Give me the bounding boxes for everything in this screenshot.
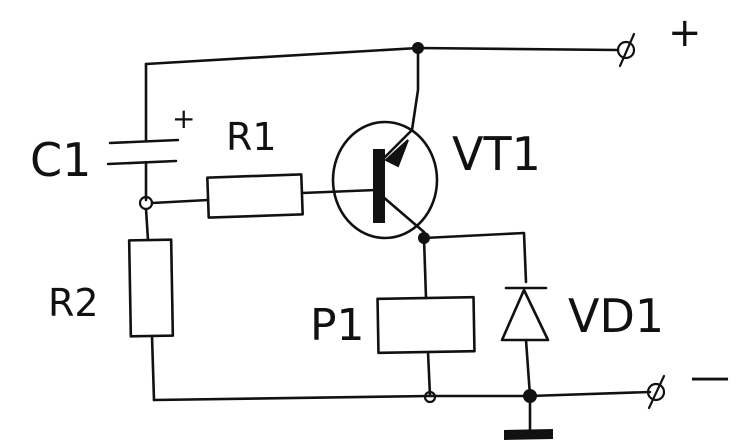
label-terminal-positive: + [668, 10, 702, 56]
vt1-emitter-lead [380, 46, 420, 162]
label-r1: R1 [226, 115, 277, 159]
terminal-negative [646, 374, 666, 410]
label-r2: R2 [48, 281, 99, 325]
terminal-positive-slash [618, 32, 636, 68]
junction-bottom-p1 [423, 390, 437, 404]
c1-plate-bottom [106, 159, 178, 166]
relay-p1 [376, 295, 476, 355]
c1-plate-top [108, 138, 180, 145]
label-terminal-negative: — [690, 354, 730, 400]
wire-collector-to-p1 [422, 236, 428, 300]
vt1-emitter-arrow [384, 139, 409, 168]
label-vd1: VD1 [568, 289, 664, 343]
label-vt1: VT1 [452, 127, 541, 181]
label-c1-polarity: + [172, 102, 195, 135]
terminal-positive [616, 32, 636, 68]
diode-vd1 [500, 286, 550, 398]
wire-p1-to-bottom [426, 350, 432, 398]
label-p1: P1 [310, 300, 365, 351]
wire-node-to-r1 [150, 198, 210, 205]
vd1-lead-bottom [524, 338, 532, 398]
wire-node-to-r2 [144, 207, 150, 242]
vd1-triangle [500, 288, 550, 342]
vt1-collector-lead [380, 194, 426, 240]
label-c1: C1 [30, 133, 91, 187]
ground-symbol [504, 428, 553, 441]
wire-r1-to-base [300, 188, 378, 195]
resistor-r1 [206, 173, 304, 219]
terminal-positive-ring [616, 40, 636, 60]
vt1-base-bar [373, 149, 385, 223]
wire-bottom-rail [152, 390, 652, 402]
vt1-envelope [331, 120, 439, 240]
wire-r2-to-bottom [150, 334, 156, 402]
terminal-negative-ring [646, 382, 666, 402]
wire-collector-to-vd1 [422, 231, 528, 284]
wire-top-rail [144, 46, 620, 66]
capacitor-c1 [106, 138, 180, 166]
transistor-vt1 [331, 46, 439, 240]
resistor-r2 [127, 238, 175, 338]
junction-top [412, 42, 424, 54]
terminal-negative-slash [647, 374, 666, 410]
